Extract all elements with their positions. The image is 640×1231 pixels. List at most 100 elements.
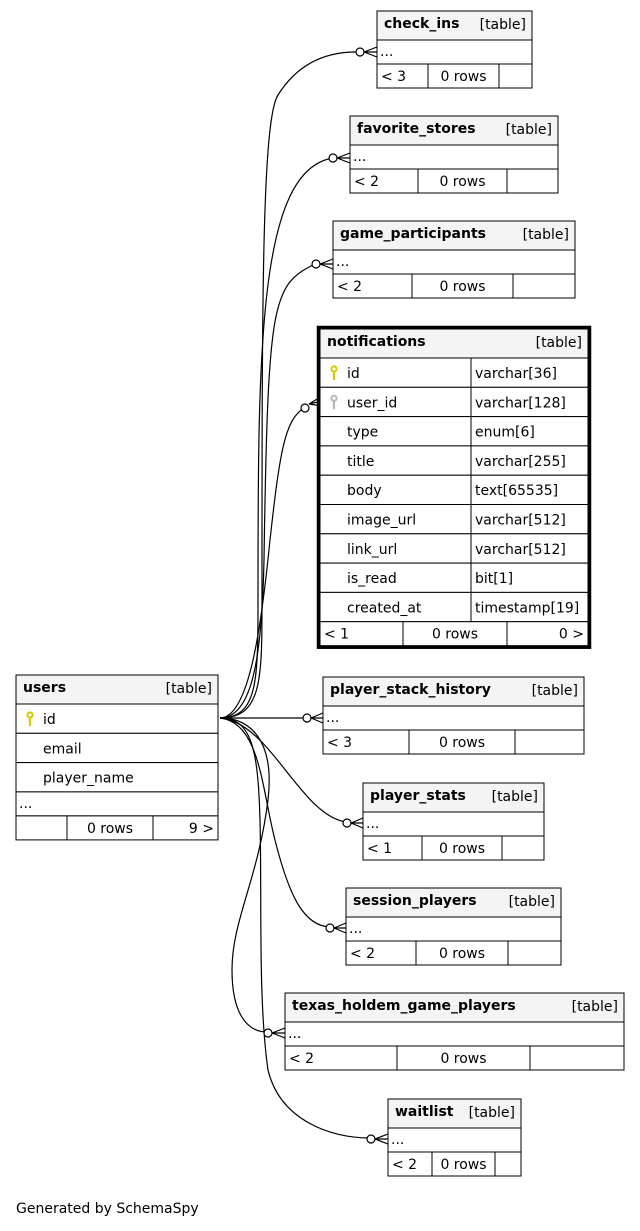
more-columns-ellipsis: ... <box>391 1132 404 1148</box>
column-type: varchar[36] <box>475 366 557 382</box>
more-columns-ellipsis: ... <box>288 1026 301 1042</box>
table-kind-label: [table] <box>480 17 526 33</box>
row-count: 0 rows <box>439 279 485 295</box>
edge-users-game_participants[interactable] <box>219 263 316 719</box>
row-count: 0 rows <box>439 174 485 190</box>
table-stats-row: 0 rows 9 > <box>15 815 219 841</box>
column-row-title[interactable]: varchar[255]title <box>319 445 589 476</box>
child-count: 9 > <box>189 821 214 837</box>
column-row-type[interactable]: enum[6]type <box>319 416 589 447</box>
column-name: user_id <box>347 395 397 411</box>
crows-foot-markers <box>263 46 389 1145</box>
edge-users-check_ins[interactable] <box>219 51 357 719</box>
table-kind-label: [table] <box>532 683 578 699</box>
more-columns-ellipsis: ... <box>19 796 32 812</box>
table-kind-label: [table] <box>166 681 212 697</box>
table-kind-label: [table] <box>492 789 538 805</box>
row-count: 0 rows <box>87 821 133 837</box>
marker-game_participants <box>311 258 334 270</box>
column-row-email[interactable]: email <box>15 732 219 764</box>
edge-users-session_players[interactable] <box>219 717 330 928</box>
marker-waitlist <box>366 1133 389 1145</box>
table-notifications[interactable]: notifications[table]varchar[36]idvarchar… <box>316 325 592 649</box>
parent-count: < 2 <box>337 279 362 295</box>
more-columns-ellipsis: ... <box>380 44 393 60</box>
more-columns-ellipsis: ... <box>326 710 339 726</box>
more-columns-ellipsis: ... <box>336 254 349 270</box>
column-name: image_url <box>347 513 416 529</box>
column-name: created_at <box>347 600 422 616</box>
edge-users-waitlist[interactable] <box>219 717 371 1139</box>
table-name: game_participants <box>340 226 486 242</box>
table-name: favorite_stores <box>357 121 476 137</box>
parent-count: < 2 <box>392 1157 417 1173</box>
table-users[interactable]: users [table] id email player_name... 0 rows 9… <box>15 674 219 841</box>
parent-count: < 1 <box>324 627 349 643</box>
table-name: player_stack_history <box>330 682 491 698</box>
column-type: varchar[512] <box>475 542 566 558</box>
parent-count: < 2 <box>354 174 379 190</box>
marker-texas_holdem_game_players <box>263 1027 286 1039</box>
marker-notifications <box>300 395 323 413</box>
table-kind-label: [table] <box>469 1105 515 1121</box>
column-type: varchar[128] <box>475 395 566 411</box>
primary-key-icon <box>330 365 338 380</box>
row-count: 0 rows <box>432 627 478 643</box>
table-name: session_players <box>353 893 477 909</box>
column-name: id <box>43 712 56 728</box>
edge-users-favorite_stores[interactable] <box>219 157 334 719</box>
column-name: link_url <box>347 542 397 558</box>
parent-count: < 2 <box>350 946 375 962</box>
row-count: 0 rows <box>439 946 485 962</box>
column-row-is_read[interactable]: bit[1] is_read <box>319 562 589 593</box>
column-type: text[65535] <box>475 483 558 499</box>
parent-count: < 1 <box>367 841 392 857</box>
column-row-body[interactable]: text[65535] body <box>319 474 589 506</box>
edge-users-player_stats[interactable] <box>219 717 347 823</box>
column-row-id[interactable]: varchar[36]id <box>319 357 589 388</box>
relationship-edges <box>219 51 371 1139</box>
table-name: notifications <box>327 334 426 350</box>
marker-check_ins <box>355 46 378 58</box>
marker-session_players <box>325 922 347 934</box>
table-stats-row: < 2 0 rows <box>349 168 559 194</box>
column-name: player_name <box>43 771 134 787</box>
parent-count: < 3 <box>381 69 406 85</box>
column-row-id[interactable]: id <box>15 703 219 734</box>
column-row-image_url[interactable]: varchar[512]image_url <box>319 504 589 535</box>
primary-key-icon <box>26 711 34 726</box>
column-type: bit[1] <box>475 571 513 587</box>
edge-users-texas_holdem_game_players[interactable] <box>219 717 270 1033</box>
table-name: texas_holdem_game_players <box>292 998 516 1014</box>
column-row-player_name[interactable]: player_name <box>15 762 219 793</box>
table-kind-label: [table] <box>506 122 552 138</box>
column-name: email <box>43 741 82 757</box>
column-name: body <box>347 483 382 499</box>
column-row-link_url[interactable]: varchar[512] link_url <box>319 533 589 564</box>
table-name: users <box>23 680 66 696</box>
edge-users-notifications[interactable] <box>219 407 305 719</box>
marker-player_stats <box>342 817 364 829</box>
parent-count: < 2 <box>289 1051 314 1067</box>
column-row-user_id[interactable]: varchar[128] user_id <box>319 386 589 418</box>
column-row-created_at[interactable]: timestamp[19]created_at <box>319 591 589 623</box>
column-name: type <box>347 425 378 441</box>
table-name: check_ins <box>384 16 459 32</box>
table-name: player_stats <box>370 788 466 804</box>
column-name: is_read <box>347 571 397 587</box>
row-count: 0 rows <box>439 735 485 751</box>
